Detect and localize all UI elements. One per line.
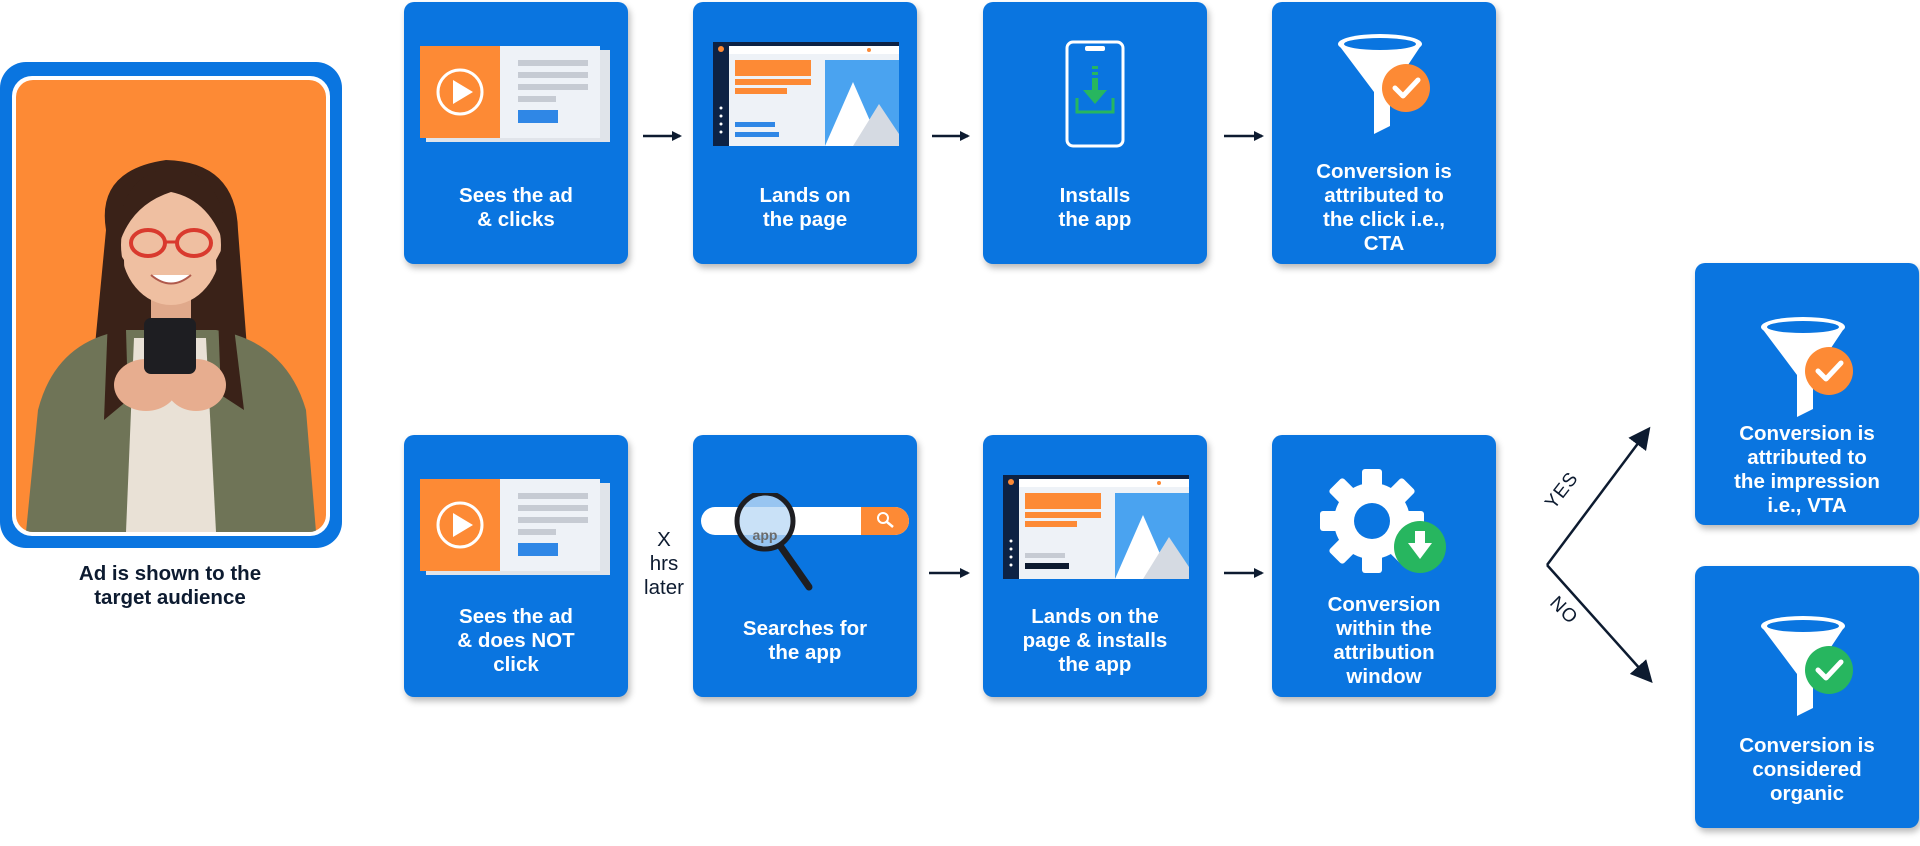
card-label: Conversion is attributed to the click i.… [1316,160,1452,255]
video-ad-icon [420,46,610,151]
sees-ad-no-click-card: Sees the ad & does NOT click [404,435,628,697]
card-label: Conversion within the attribution window [1327,593,1441,688]
card-label: Sees the ad & clicks [459,184,573,231]
card-label: Sees the ad & does NOT click [457,605,575,676]
searches-app-card: app Searches for the app [693,435,917,697]
phone-download-icon [1065,40,1125,153]
lands-on-page-card: Lands on the page [693,2,917,264]
card-label: Searches for the app [742,617,868,664]
landing-page-icon [713,42,899,151]
delay-label: X hrs later [644,528,684,599]
card-label: Installs the app [1058,184,1132,231]
search-bar-icon: app [701,490,911,608]
funnel-check-icon [1759,614,1859,723]
target-audience-caption: Ad is shown to the target audience [78,562,262,609]
search-query-text: app [752,527,778,543]
conversion-impression-vta-card: Conversion is attributed to the impressi… [1695,263,1919,525]
conversion-window-card: Conversion within the attribution window [1272,435,1496,697]
card-label: Conversion is considered organic [1739,734,1875,805]
card-label: Lands on the page [759,184,851,231]
card-label: Conversion is attributed to the impressi… [1734,422,1880,517]
card-label: Lands on the page & installs the app [1022,605,1168,676]
photo-background [16,80,326,532]
conversion-click-cta-card: Conversion is attributed to the click i.… [1272,2,1496,264]
yes-branch-label: YES [1541,468,1584,514]
woman-with-phone-illustration [26,160,316,532]
installs-app-card: Installs the app [983,2,1207,264]
funnel-check-icon [1759,315,1859,424]
landing-page-icon [1003,475,1189,584]
funnel-check-icon [1336,32,1436,141]
no-branch-label: NO [1545,592,1582,629]
conversion-organic-card: Conversion is considered organic [1695,566,1919,828]
sees-ad-clicks-card: Sees the ad & clicks [404,2,628,264]
target-audience-photo-panel [0,62,342,548]
video-ad-icon [420,479,610,584]
gear-download-icon [1316,465,1456,594]
lands-and-installs-card: Lands on the page & installs the app [983,435,1207,697]
photo-frame [12,76,330,536]
